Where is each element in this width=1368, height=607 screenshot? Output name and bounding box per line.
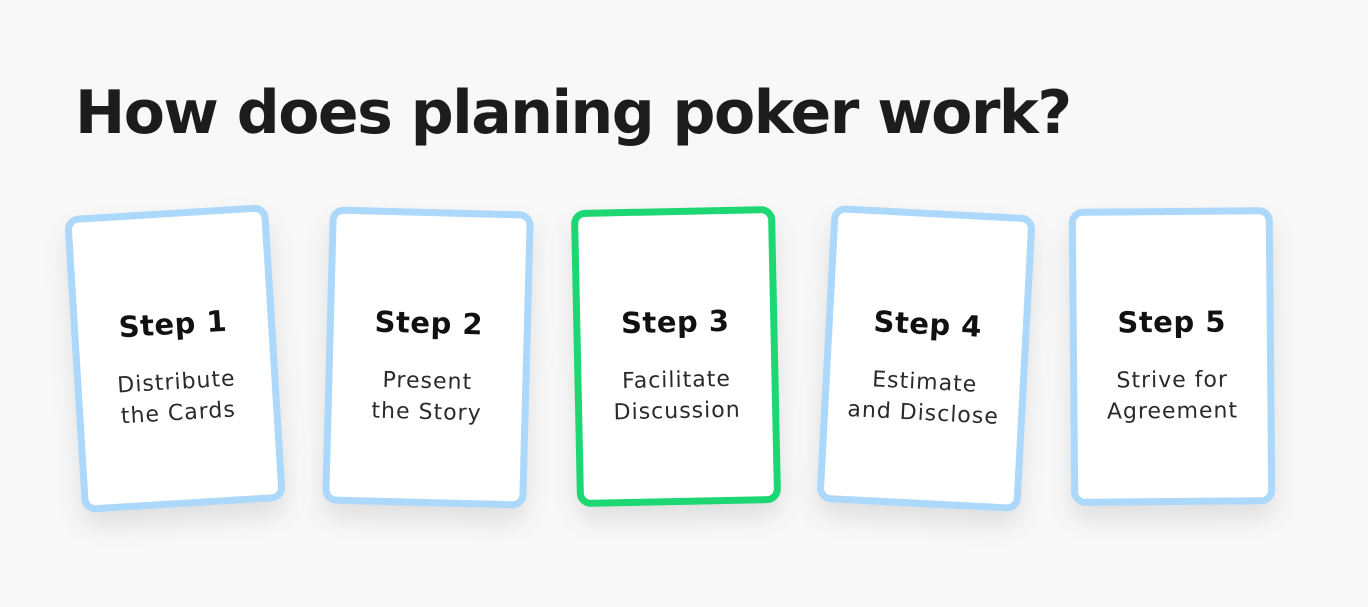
card-description: Estimate and Disclose xyxy=(846,367,1000,430)
card-step-label: Step 4 xyxy=(872,304,983,344)
card-description: Strive for Agreement xyxy=(1106,367,1239,425)
card-description: Distribute the Cards xyxy=(116,366,237,430)
card-step-label: Step 1 xyxy=(117,303,229,345)
card-step-label: Step 2 xyxy=(374,304,484,342)
card-description: Present the Story xyxy=(371,367,482,427)
step-card-2: Step 2 Present the Story xyxy=(322,206,534,509)
card-step-label: Step 5 xyxy=(1117,304,1227,340)
step-card-3: Step 3 Facilitate Discussion xyxy=(570,205,782,508)
page-title: How does planing poker work? xyxy=(75,78,1072,148)
step-card-5: Step 5 Strive for Agreement xyxy=(1068,207,1276,506)
card-description: Facilitate Discussion xyxy=(613,366,741,426)
card-step-label: Step 3 xyxy=(620,303,730,341)
step-card-4: Step 4 Estimate and Disclose xyxy=(816,204,1036,513)
step-card-1: Step 1 Distribute the Cards xyxy=(64,204,286,513)
